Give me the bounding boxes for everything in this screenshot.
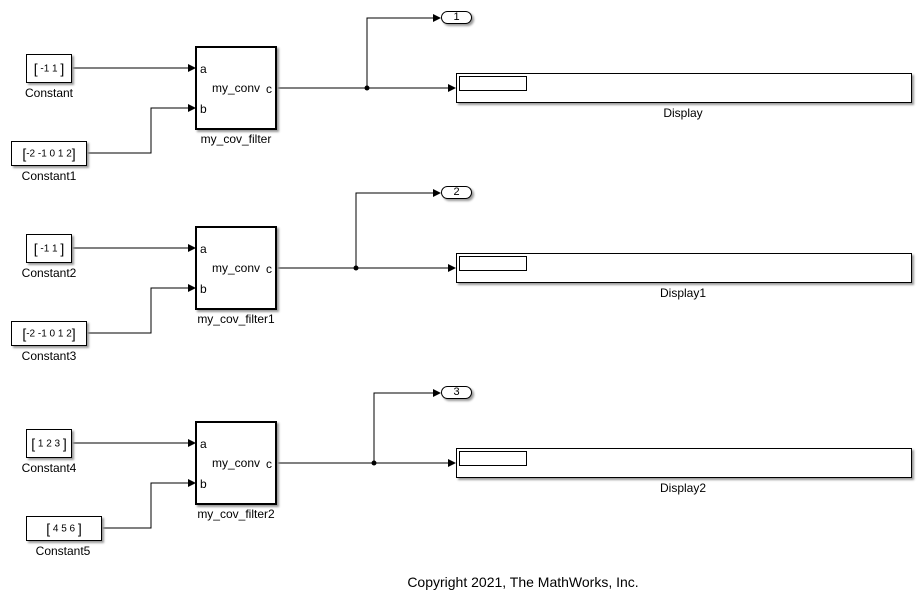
subsystem-block[interactable]: a b c my_conv [195,46,277,130]
signal-line [373,389,441,463]
outport-block[interactable]: 3 [441,386,472,399]
branch-point [353,265,359,271]
display-block[interactable] [456,253,912,283]
block-label[interactable]: my_cov_filter [200,132,272,146]
input-port-label: b [200,282,207,296]
display-value-field [459,451,527,466]
output-port-label: c [266,82,272,96]
block-label[interactable]: my_cov_filter2 [197,507,275,521]
constant-value: -2 -1 0 1 2 [26,327,72,339]
block-label[interactable]: Display1 [659,286,707,300]
constant-block[interactable]: [ -1 1 ] [26,54,72,83]
subsystem-block[interactable]: a b c my_conv [195,421,277,505]
input-port-label: a [200,62,207,76]
display-value-field [459,76,527,91]
constant-value: 1 2 3 [37,437,61,449]
signal-line [87,284,196,334]
constant-value: -2 -1 0 1 2 [26,147,72,159]
function-name: my_conv [211,261,261,275]
input-port-label: b [200,102,207,116]
constant-value: -1 1 [40,62,58,74]
display-block[interactable] [456,448,912,478]
block-label[interactable]: my_cov_filter1 [197,312,275,326]
constant-block[interactable]: [ 1 2 3 ] [26,429,72,458]
input-port-label: a [200,437,207,451]
block-label[interactable]: Constant2 [21,266,77,280]
block-label[interactable]: Constant4 [21,461,77,475]
constant-block[interactable]: [ -1 1 ] [26,234,72,263]
display-block[interactable] [456,73,912,103]
outport-number: 1 [453,11,460,23]
copyright-notice: Copyright 2021, The MathWorks, Inc. [407,574,639,590]
block-label[interactable]: Display [663,106,703,120]
constant-block[interactable]: [-2 -1 0 1 2] [11,141,87,166]
block-label[interactable]: Constant3 [21,349,77,363]
signal-line [366,14,441,88]
subsystem-block[interactable]: a b c my_conv [195,226,277,310]
signal-line [102,479,196,529]
block-label[interactable]: Display2 [659,481,707,495]
branch-point [364,85,370,91]
block-label[interactable]: Constant5 [35,544,91,558]
signal-line [355,189,441,268]
input-port-label: b [200,477,207,491]
input-port-label: a [200,242,207,256]
outport-number: 3 [453,386,460,398]
function-name: my_conv [211,81,261,95]
constant-value: 4 5 6 [52,522,76,534]
display-value-field [459,256,527,271]
outport-number: 2 [453,186,460,198]
block-label[interactable]: Constant1 [21,169,77,183]
block-label[interactable]: Constant [24,86,74,100]
output-port-label: c [266,457,272,471]
outport-block[interactable]: 1 [441,11,472,24]
constant-block[interactable]: [ 4 5 6 ] [26,516,102,541]
constant-block[interactable]: [-2 -1 0 1 2] [11,321,87,346]
signal-line [87,104,196,154]
function-name: my_conv [211,456,261,470]
constant-value: -1 1 [40,242,58,254]
branch-point [371,460,377,466]
outport-block[interactable]: 2 [441,186,472,199]
output-port-label: c [266,262,272,276]
